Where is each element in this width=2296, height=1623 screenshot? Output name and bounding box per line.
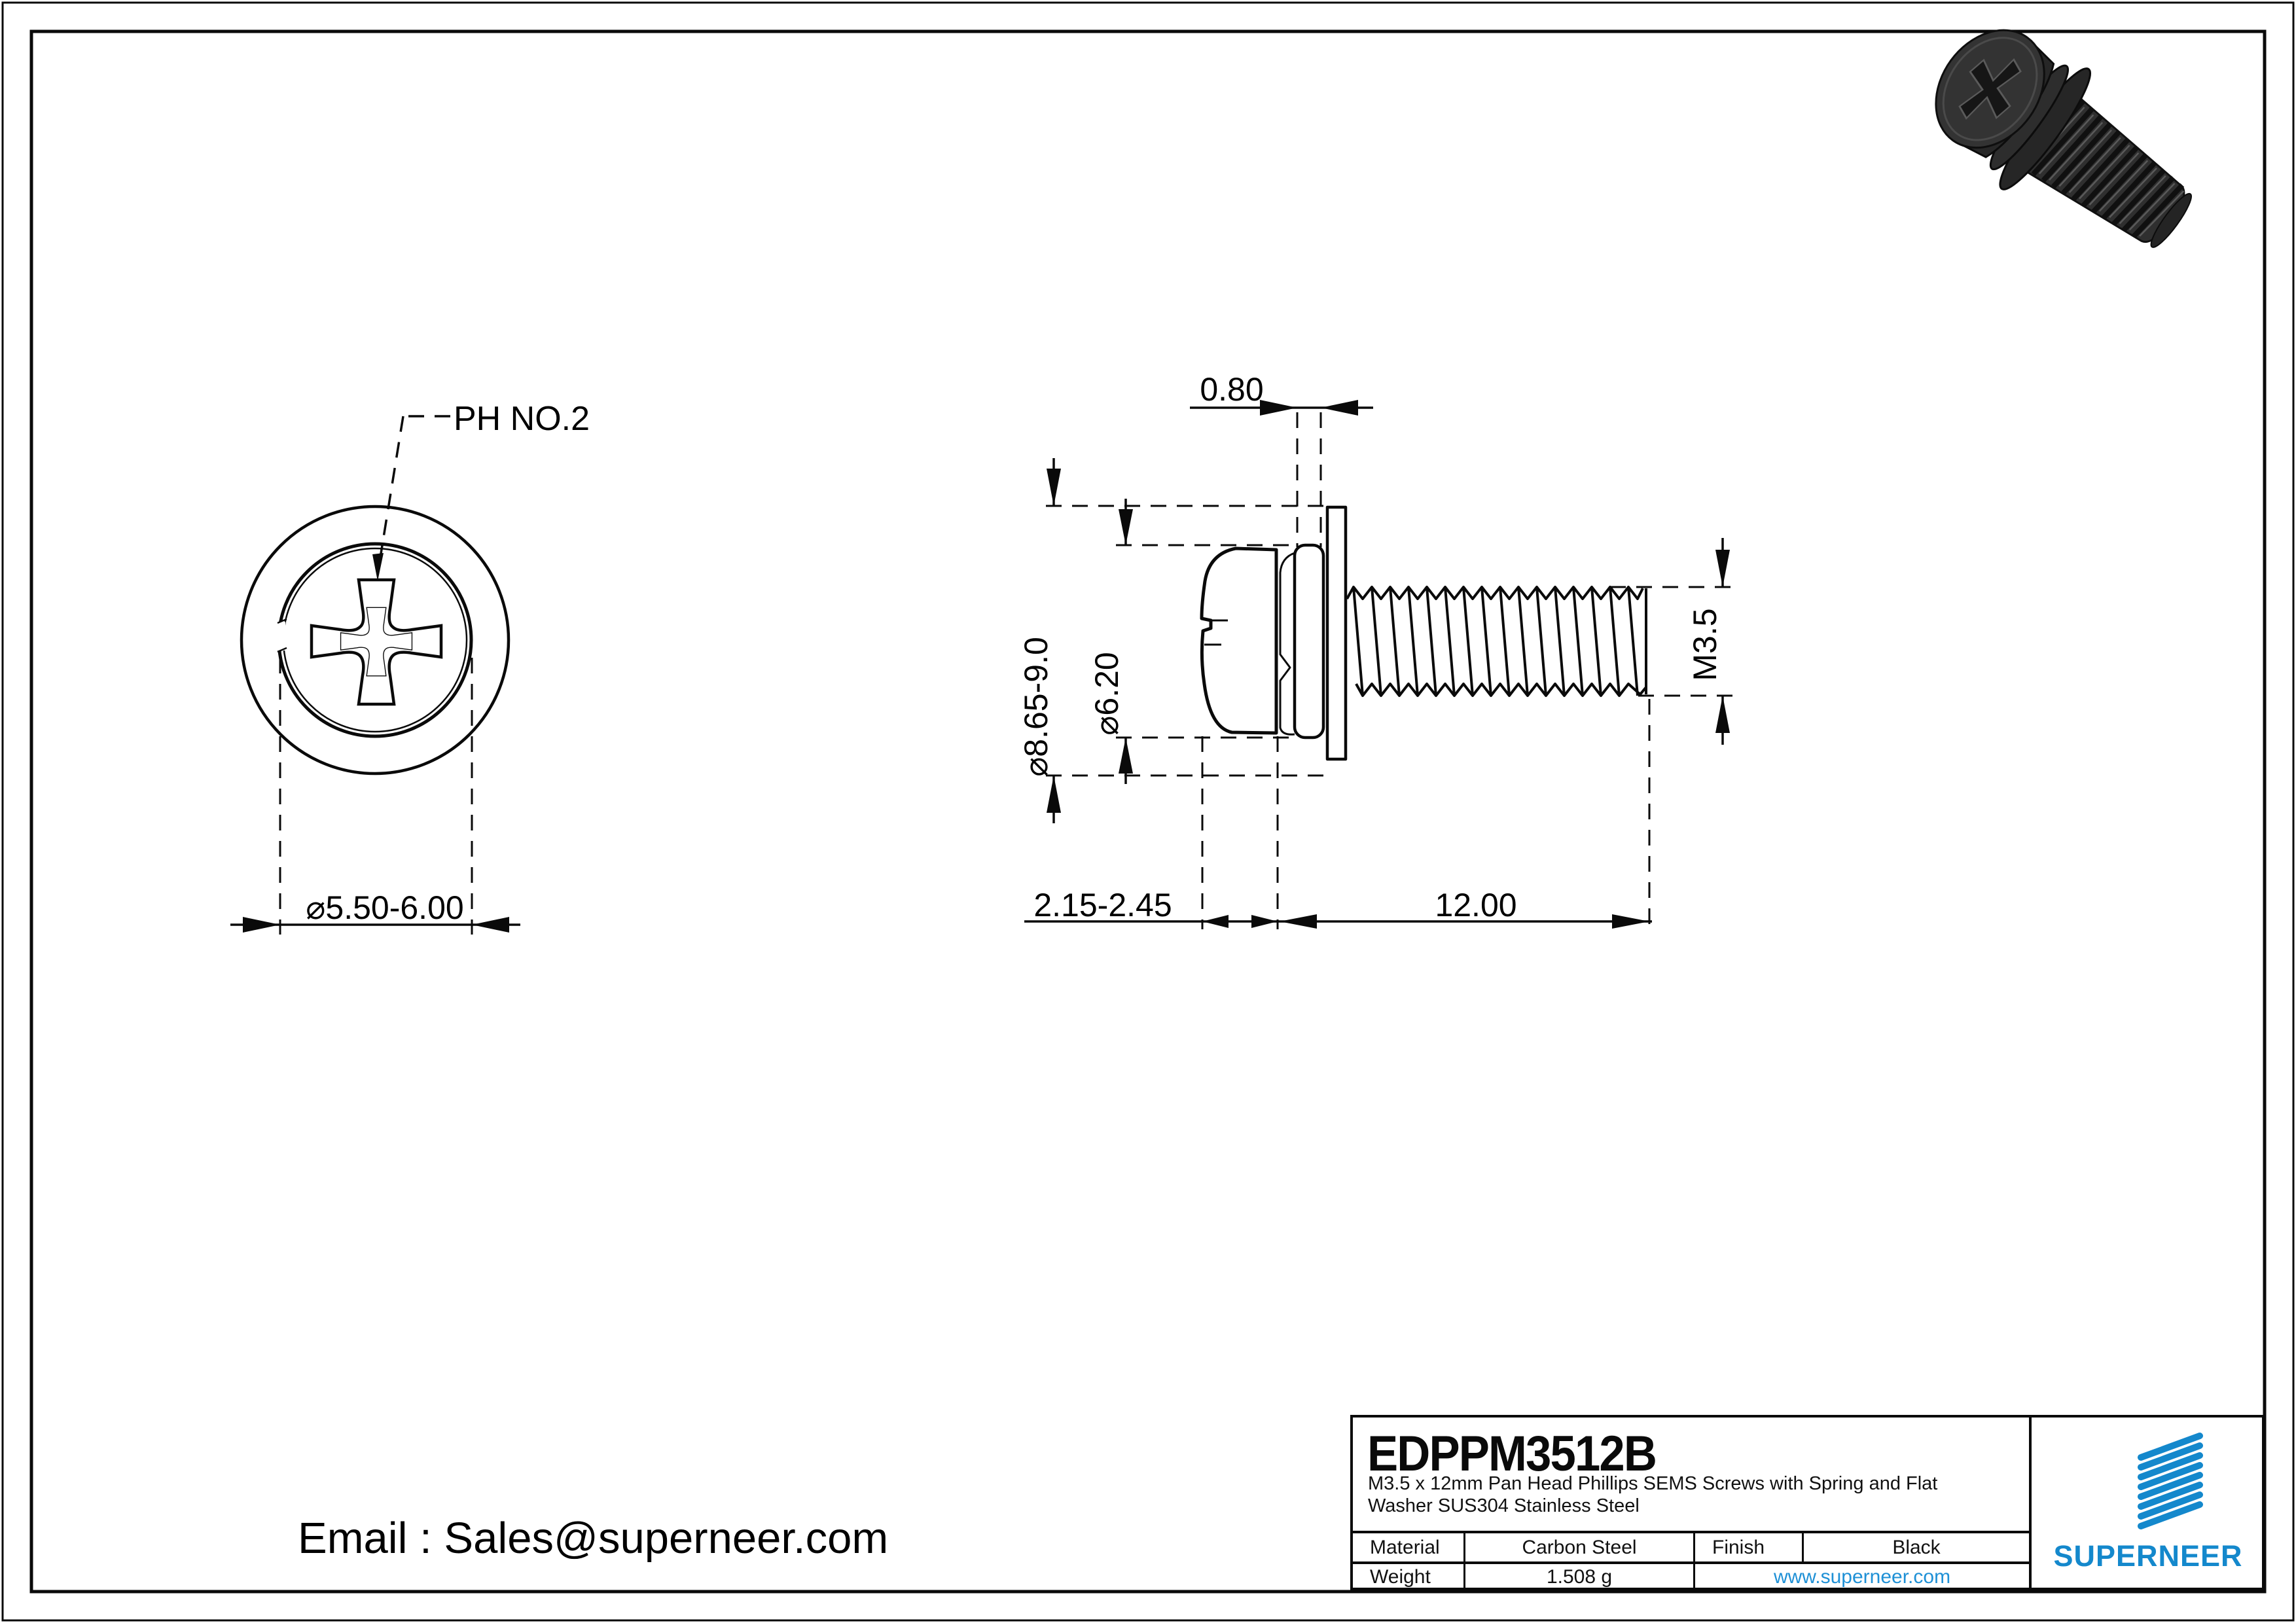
website-link[interactable]: www.superneer.com [1693,1564,2029,1590]
leader-arrowhead [372,553,384,581]
title-block-info: EDPPM3512B M3.5 x 12mm Pan Head Phillips… [1353,1418,2032,1590]
dim-arrow [1612,914,1649,929]
spring-washer-split [1279,552,1295,736]
material-finish-row: Material Carbon Steel Finish Black [1353,1531,2029,1561]
dim-arrow [1047,469,1061,506]
phillips-3d [1958,58,2022,120]
head-height-text: 2.15-2.45 [1033,887,1172,923]
dim-arrow [1715,550,1730,587]
finish-value: Black [1802,1533,2029,1561]
dim-arrow [1321,400,1358,416]
front-view [240,505,511,776]
phillips-recess-front [310,578,443,706]
part-description: M3.5 x 12mm Pan Head Phillips SEMS Screw… [1368,1472,1937,1517]
screw-3d-render [1935,29,2192,248]
part-number: EDPPM3512B [1367,1426,1657,1482]
bottom-dimensions [1024,699,1652,929]
thread-size-text: M3.5 [1687,608,1723,681]
head-dia-text: ⌀5.50-6.00 [306,889,463,926]
dim-arrow [1119,509,1133,545]
description-line2: Washer SUS304 Stainless Steel [1368,1495,1640,1516]
dim-arrow [1260,400,1297,416]
finish-label: Finish [1693,1533,1802,1561]
phillips-recess-inner [340,607,413,677]
drive-leader [379,415,450,558]
dim-arrow [243,917,280,933]
flat-washer-outline-front [240,505,511,776]
description-line1: M3.5 x 12mm Pan Head Phillips SEMS Screw… [1368,1473,1938,1494]
brand-name: SUPERNEER [2053,1539,2243,1573]
dim-arrow [1202,915,1229,928]
spring-washer-profile [1293,543,1325,740]
dim-arrow [1715,696,1730,733]
thread-profile [1346,586,1647,697]
flat-washer-profile [1325,505,1348,761]
weight-value: 1.508 g [1463,1564,1693,1590]
dim-arrow [1119,738,1133,774]
website-url[interactable]: www.superneer.com [1773,1566,1951,1588]
title-block: EDPPM3512B M3.5 x 12mm Pan Head Phillips… [1350,1415,2265,1590]
flat-washer-dia-text: ⌀8.65-9.0 [1018,637,1054,777]
thread-length-text: 12.00 [1435,887,1516,923]
brand-logo-icon [2138,1433,2203,1529]
material-label: Material [1370,1536,1440,1558]
spring-washer-dia-dimension [1116,499,1295,784]
brand-logo-cell: SUPERNEER [2032,1418,2265,1588]
weight-website-row: Weight 1.508 g www.superneer.com [1353,1561,2029,1590]
material-value: Carbon Steel [1463,1533,1693,1561]
dim-arrow [472,917,509,933]
dim-arrow [1047,776,1061,813]
dim-arrow [1280,914,1317,929]
spring-washer-dia-text: ⌀6.20 [1088,652,1125,735]
weight-label: Weight [1370,1566,1431,1588]
inner-border [29,29,2267,1594]
washer-thickness-text: 0.80 [1200,371,1263,408]
pan-head-profile [1200,546,1278,735]
dim-arrow [1251,915,1278,928]
flat-washer-dia-dimension [1046,458,1323,823]
side-view [1200,505,1647,761]
drive-label: PH NO.2 [454,400,590,438]
contact-email: Email : Sales@superneer.com [298,1514,889,1563]
